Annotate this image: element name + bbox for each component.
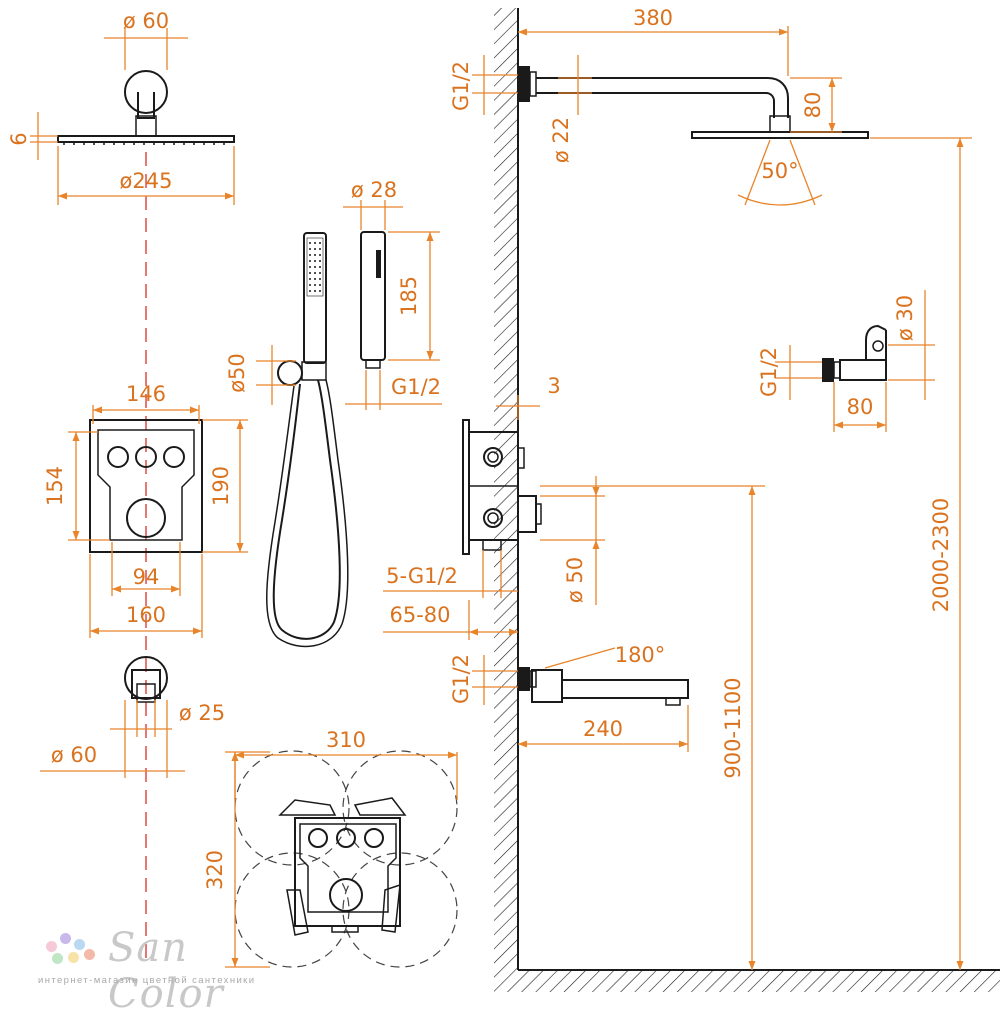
label-arm-dia: ø 22 xyxy=(549,117,573,163)
shower-arm-side xyxy=(518,66,869,139)
label-valve-inner-h: 154 xyxy=(43,466,67,506)
dim-valve-knob: ø 50 xyxy=(540,476,605,605)
label-handshower-dia: ø 28 xyxy=(351,178,397,202)
label-handshower-len: 185 xyxy=(397,276,421,316)
label-valve-outer-h: 190 xyxy=(209,466,233,506)
label-valve-depth: 65-80 xyxy=(389,603,450,627)
dim-spout-len: 240 xyxy=(518,705,689,752)
dim-arm-dia: ø 22 xyxy=(549,55,592,163)
label-valve-outer-w: 160 xyxy=(126,603,166,627)
dim-arm-thread: G1/2 xyxy=(449,55,518,115)
label-outlet-small: ø 25 xyxy=(179,701,225,725)
label-valve-threads: 5-G1/2 xyxy=(386,564,458,588)
label-head-flange: ø 60 xyxy=(123,9,169,33)
logo-dot-5 xyxy=(68,952,79,963)
dim-swivel-h: 320 xyxy=(203,751,270,968)
valve-plate-front xyxy=(89,419,203,553)
floor-section xyxy=(494,969,1000,992)
tub-spout-side xyxy=(518,667,689,706)
label-arm-len: 380 xyxy=(633,6,673,30)
dim-valve-outer-h: 190 xyxy=(202,419,248,553)
logo-dot-6 xyxy=(84,949,95,960)
label-hose-holder: ø50 xyxy=(225,353,249,393)
dim-spout-thread: G1/2 xyxy=(449,654,518,705)
dim-swivel-w: 310 xyxy=(234,728,458,800)
swivel-rotation-diagram xyxy=(234,750,458,968)
label-swivel-h: 320 xyxy=(203,850,227,890)
logo-dot-4 xyxy=(52,953,63,964)
hand-shower-set xyxy=(266,231,386,648)
label-head-thickness: 6 xyxy=(7,132,31,145)
dim-plate-gap: 3 xyxy=(496,374,561,420)
wall-section xyxy=(494,8,519,970)
label-spout-len: 240 xyxy=(583,717,623,741)
dim-valve-inner-w: 146 xyxy=(92,382,200,424)
dim-arm-len: 380 xyxy=(518,6,789,76)
handshower-holder-side xyxy=(822,324,887,382)
label-valve-height: 900-1100 xyxy=(721,677,745,778)
brand-logo: San Color интернет-магазин цветной санте… xyxy=(38,925,298,1017)
label-holder-thread: G1/2 xyxy=(757,347,781,397)
label-valve-inner-w: 146 xyxy=(126,382,166,406)
dim-valve-threads: 5-G1/2 xyxy=(383,550,518,598)
dim-handshower-len: 185 xyxy=(388,231,440,361)
dim-spout-rotation: 180° xyxy=(544,643,666,669)
label-head-height: 2000-2300 xyxy=(929,498,953,612)
dim-handshower-dia: ø 28 xyxy=(343,178,403,230)
dim-hose-holder: ø50 xyxy=(225,345,296,405)
dim-valve-hole-w: 94 xyxy=(111,542,181,596)
rain-head-front-view xyxy=(57,70,235,145)
label-arm-drop: 80 xyxy=(801,92,825,119)
label-valve-hole-w: 94 xyxy=(133,565,160,589)
label-holder-len: 80 xyxy=(847,395,874,419)
label-head-dia: ø245 xyxy=(120,169,173,193)
label-spout-rotation: 180° xyxy=(615,643,666,667)
dim-outlet-small: ø 25 xyxy=(110,700,225,737)
label-valve-knob: ø 50 xyxy=(563,557,587,603)
spout-outlet-front xyxy=(124,656,168,703)
dim-valve-inner-h: 154 xyxy=(43,431,110,541)
label-holder-dia: ø 30 xyxy=(893,295,917,341)
dim-valve-depth: 65-80 xyxy=(383,600,518,640)
dim-holder-thread: G1/2 xyxy=(757,345,822,400)
dim-outlet-flange: ø 60 xyxy=(40,700,185,778)
dim-head-thickness: 6 xyxy=(7,112,58,160)
logo-dot-3 xyxy=(74,939,85,950)
brand-tagline: интернет-магазин цветной сантехники xyxy=(38,975,256,986)
dim-handshower-thread: G1/2 xyxy=(345,370,442,410)
dim-head-height: 2000-2300 xyxy=(870,137,972,970)
dim-spray-angle: 50° xyxy=(737,139,823,206)
label-outlet-flange: ø 60 xyxy=(51,743,97,767)
dim-head-dia: ø245 xyxy=(57,146,235,205)
label-arm-thread: G1/2 xyxy=(449,61,473,111)
brand-name: San Color xyxy=(108,925,224,1017)
label-spray-angle: 50° xyxy=(761,159,798,183)
label-spout-thread: G1/2 xyxy=(449,654,473,704)
dim-head-flange: ø 60 xyxy=(104,9,188,70)
logo-dot-1 xyxy=(46,941,57,952)
dim-holder-dia: ø 30 xyxy=(888,290,935,400)
valve-side-view xyxy=(462,419,542,555)
label-swivel-w: 310 xyxy=(326,728,366,752)
logo-dot-2 xyxy=(60,933,71,944)
dim-valve-outer-w: 160 xyxy=(89,554,203,638)
dim-valve-height: 900-1100 xyxy=(540,485,765,970)
label-handshower-thread: G1/2 xyxy=(391,375,441,399)
label-plate-gap: 3 xyxy=(547,374,560,398)
